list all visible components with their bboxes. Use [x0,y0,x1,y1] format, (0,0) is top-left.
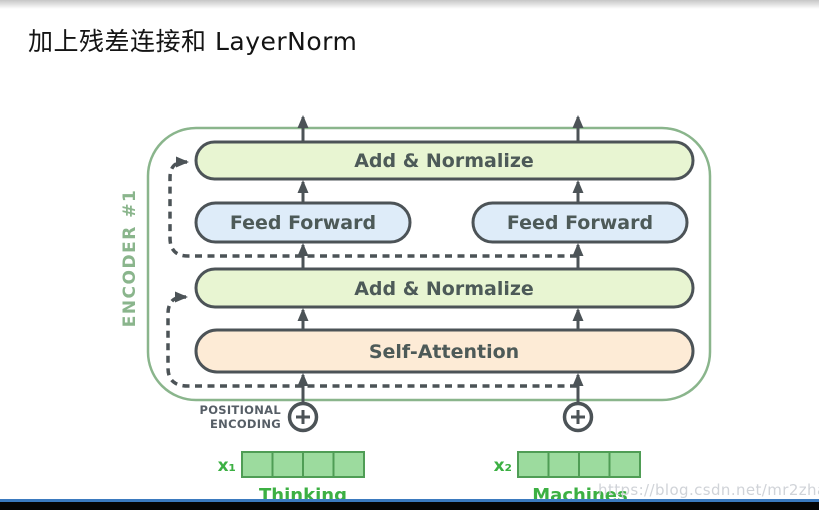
flow-arrows [297,115,584,402]
encoder-outline [146,126,712,402]
positional-encoding-label-line1: POSITIONAL [199,403,281,417]
residual-connection-lower [166,291,577,388]
add-normalize-top-label: Add & Normalize [354,150,534,172]
input-vector-x1: x₁ Thinking [218,451,365,506]
plus-circle-left [287,401,319,433]
vector-cell [241,451,274,478]
vector-cells [241,451,365,478]
vector-cell [517,451,550,478]
vector-cells [517,451,641,478]
bottom-black-bar [0,502,819,510]
encoder-label: ENCODER #1 [120,189,140,328]
feed-forward-right-label: Feed Forward [507,212,653,234]
top-gradient-bar [0,0,819,9]
watermark-text: https://blog.csdn.net/mr2zhang [598,481,819,499]
add-normalize-bottom-label: Add & Normalize [354,278,534,300]
add-normalize-top-box [194,140,695,181]
vector-label-x2: x₂ [494,456,512,476]
slide-title: 加上残差连接和 LayerNorm [28,27,358,56]
add-normalize-bottom-box [194,267,695,309]
vector-cell [302,451,335,478]
bottom-blue-line [0,499,819,502]
vector-cell [332,451,365,478]
vector-cell [547,451,580,478]
positional-encoding-label-line2: ENCODING [210,417,281,431]
vector-label-x1: x₁ [218,456,236,476]
vector-cell [271,451,304,478]
self-attention-box [194,328,695,374]
feed-forward-left-label: Feed Forward [230,212,376,234]
self-attention-label: Self-Attention [369,341,519,363]
vector-cell [578,451,611,478]
feed-forward-left-box [194,201,412,244]
vector-cell [608,451,641,478]
feed-forward-right-box [471,201,689,244]
plus-circle-right [562,401,594,433]
